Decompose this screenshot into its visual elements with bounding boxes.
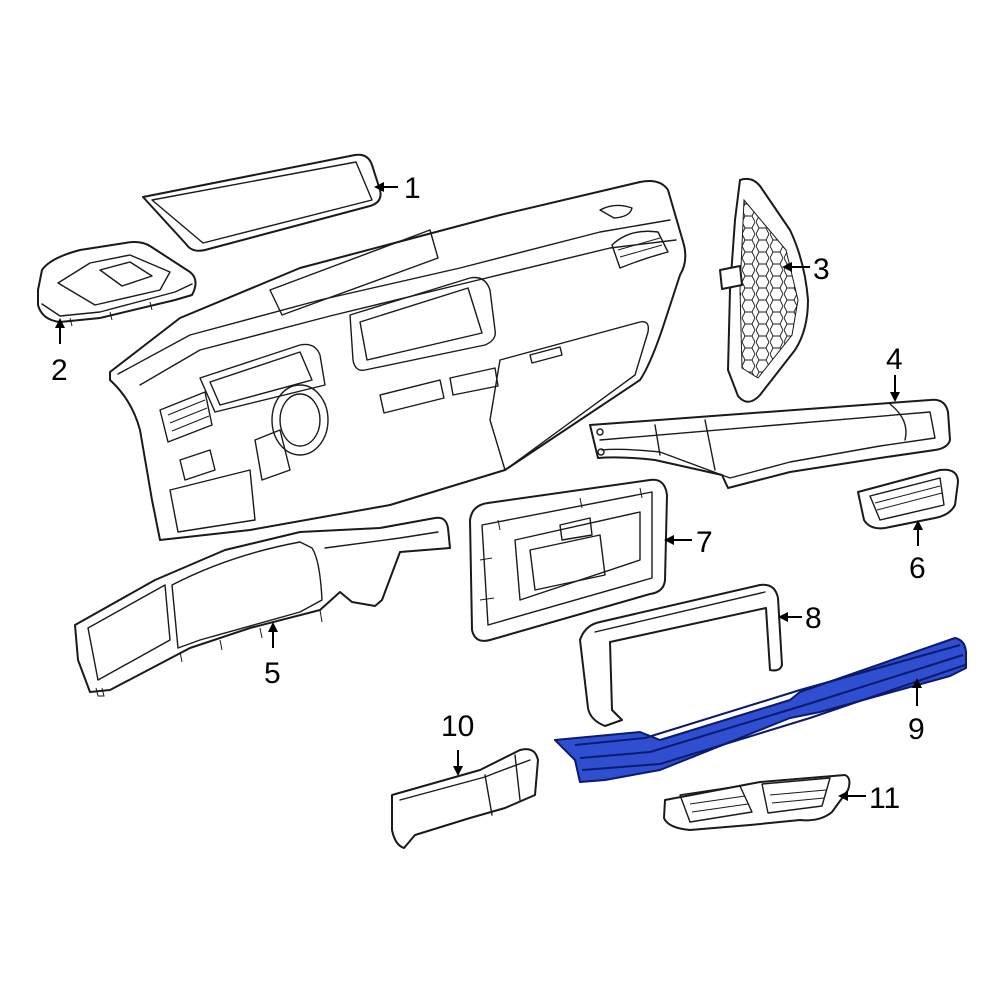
svg-text:2: 2 (51, 354, 68, 387)
callout-10[interactable]: 10 (441, 710, 474, 776)
callout-6[interactable]: 6 (909, 520, 926, 585)
part-4-right-trim-panel[interactable] (589, 398, 951, 489)
svg-text:6: 6 (909, 552, 926, 585)
svg-text:5: 5 (264, 657, 281, 690)
part-5-cluster-bezel[interactable] (74, 516, 451, 697)
callout-1[interactable]: 1 (374, 172, 421, 205)
svg-text:10: 10 (441, 710, 474, 743)
callout-2[interactable]: 2 (51, 318, 68, 387)
svg-text:8: 8 (805, 602, 822, 635)
svg-text:11: 11 (869, 782, 900, 815)
part-1-display-glass[interactable] (142, 153, 382, 252)
part-11-center-vents[interactable] (663, 774, 851, 831)
callout-5[interactable]: 5 (264, 622, 281, 690)
callout-8[interactable]: 8 (778, 602, 822, 635)
callout-7[interactable]: 7 (664, 526, 713, 559)
svg-text:1: 1 (404, 172, 421, 205)
callout-3[interactable]: 3 (782, 253, 830, 286)
part-3-speaker-grille[interactable] (719, 177, 809, 403)
callout-4[interactable]: 4 (886, 343, 903, 402)
svg-text:3: 3 (813, 253, 830, 286)
part-7-glovebox-frame[interactable] (469, 478, 668, 642)
part-10-left-lower-trim[interactable] (391, 748, 539, 849)
callout-9[interactable]: 9 (908, 678, 925, 746)
part-9-lower-trim[interactable] (554, 637, 967, 783)
svg-text:9: 9 (908, 713, 925, 746)
callout-11[interactable]: 11 (838, 782, 900, 815)
part-2-binnacle-cover[interactable] (37, 241, 197, 327)
part-6-right-vent[interactable] (857, 468, 959, 530)
dashboard-assembly (109, 180, 687, 541)
svg-text:7: 7 (696, 526, 713, 559)
svg-text:4: 4 (886, 343, 903, 376)
part-8-screen-trim[interactable] (579, 583, 783, 727)
